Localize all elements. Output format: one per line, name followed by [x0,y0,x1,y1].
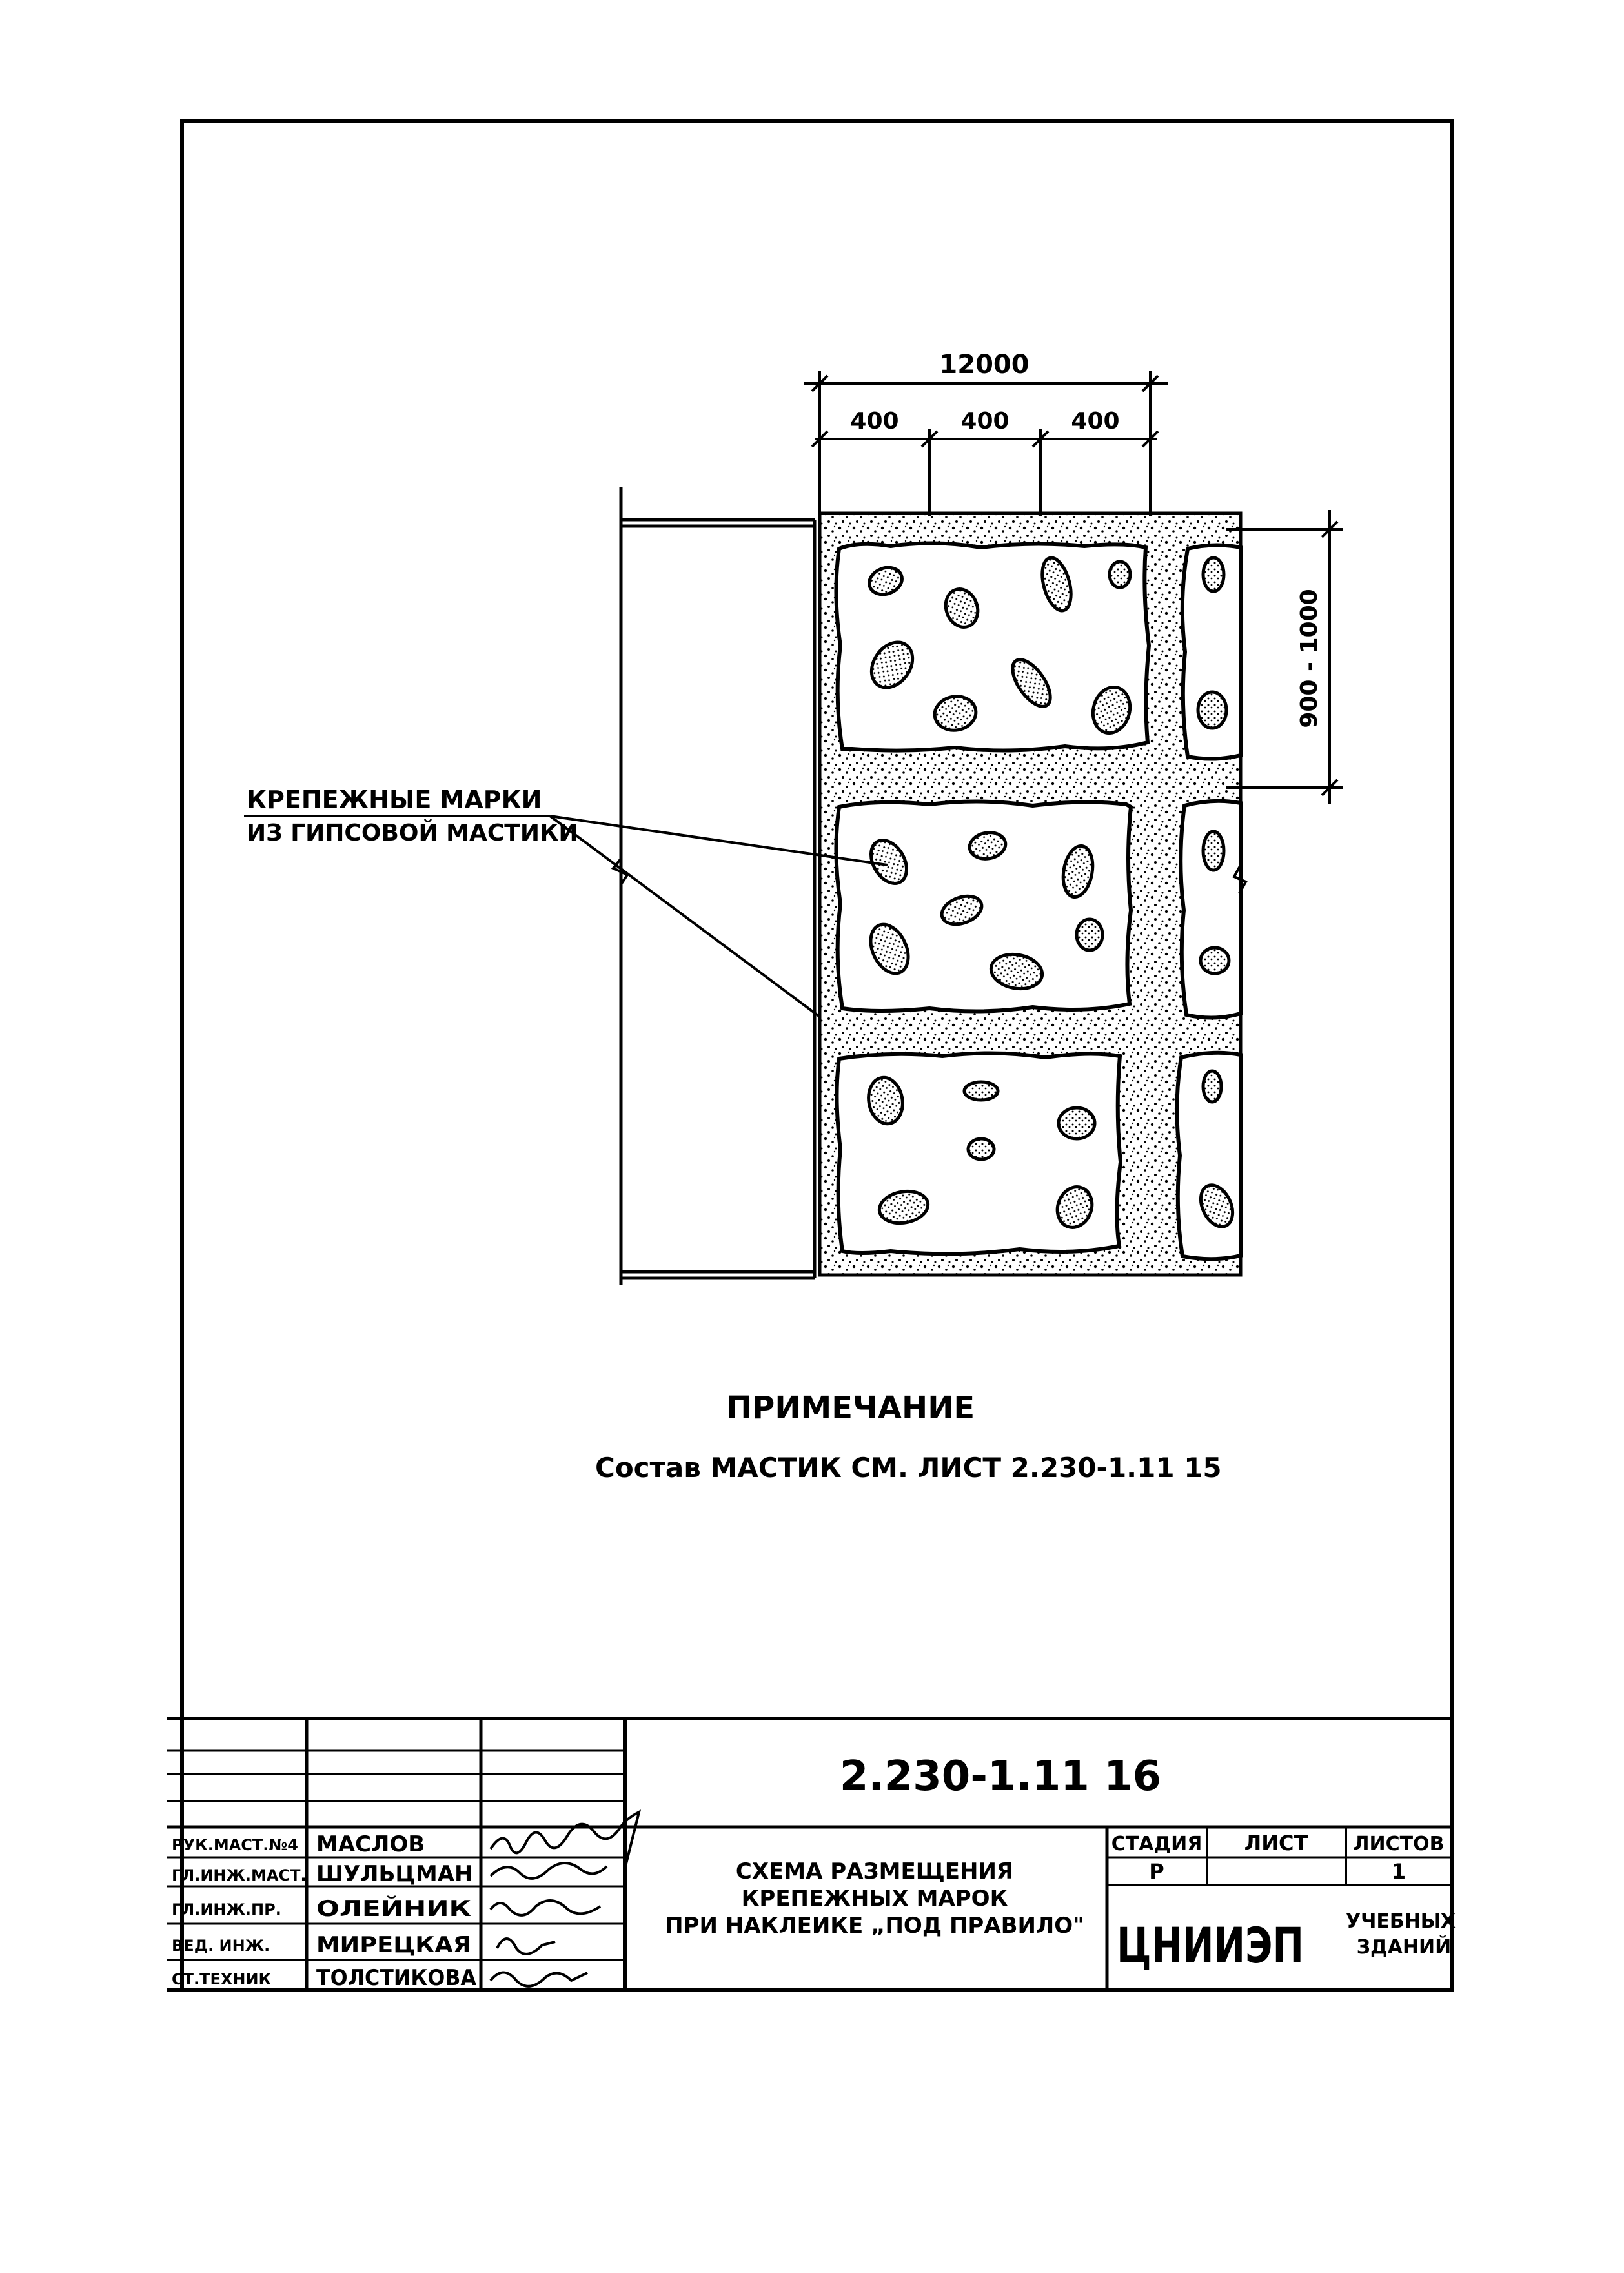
role-4: ВЕД. ИНЖ. [172,1937,270,1955]
doc-code: 2.230-1.11 16 [840,1753,1161,1800]
leader-lines [549,815,888,1018]
org-name: ЦНИИЭП [1117,1917,1304,1974]
name-5: ТОЛСТИКОВА [316,1965,477,1991]
stage-value: Р [1149,1859,1164,1884]
name-2: ШУЛЬЦМАН [316,1861,473,1887]
org-sub-1: УЧЕБНЫХ [1346,1910,1456,1933]
dim-overall: 12000 [939,350,1029,380]
fastening-blobs [867,556,1235,1229]
dim-segment-3: 400 [1071,408,1119,434]
org-sub-2: ЗДАНИЙ [1357,1935,1452,1959]
adjacent-board [611,487,817,1285]
drawing-title-line-2: КРЕПЕЖНЫХ МАРОК [742,1886,1008,1911]
wall-panel [611,487,1248,1285]
drawing-frame [180,119,1454,1992]
role-3: ГЛ.ИНЖ.ПР. [172,1901,281,1919]
signature-names: МАСЛОВ ШУЛЬЦМАН ОЛЕЙНИК МИРЕЦКАЯ ТОЛСТИК… [316,1831,477,1991]
callout-line-2: ИЗ ГИПСОВОЙ МАСТИКИ [247,819,578,846]
sheet-label: ЛИСТ [1244,1831,1308,1855]
panel-row-2 [834,799,1243,1020]
name-4: МИРЕЦКАЯ [316,1932,471,1958]
sheets-label: ЛИСТОВ [1354,1833,1445,1855]
drawing-title: СХЕМА РАЗМЕЩЕНИЯ КРЕПЕЖНЫХ МАРОК ПРИ НАК… [665,1859,1084,1939]
dim-segment-2: 400 [960,408,1009,434]
role-2: ГЛ.ИНЖ.МАСТ. [172,1866,307,1884]
role-5: СТ.ТЕХНИК [172,1970,272,1988]
dim-segment-1: 400 [850,408,898,434]
name-3: ОЛЕЙНИК [316,1895,471,1922]
break-mark [1232,864,1248,894]
drawing-title-line-3: ПРИ НАКЛЕИКЕ „ПОД ПРАВИЛО" [665,1913,1084,1939]
role-1: РУК.МАСТ.№4 [172,1836,298,1854]
callout-line-1: КРЕПЕЖНЫЕ МАРКИ [247,786,542,814]
sheets-value: 1 [1392,1859,1406,1884]
note-heading: ПРИМЕЧАНИЕ [726,1390,975,1426]
name-1: МАСЛОВ [316,1831,425,1857]
panel [834,799,1133,1014]
dimension-lines [804,371,1343,804]
title-block [167,1717,1452,1992]
stage-label: СТАДИЯ [1111,1833,1203,1855]
dim-vertical: 900 - 1000 [1296,589,1323,728]
signature-roles: РУК.МАСТ.№4 ГЛ.ИНЖ.МАСТ. ГЛ.ИНЖ.ПР. ВЕД.… [172,1836,307,1988]
note-text: Состав МАСТИК СМ. ЛИСТ 2.230-1.11 15 [595,1452,1222,1483]
drawing-title-line-1: СХЕМА РАЗМЕЩЕНИЯ [736,1859,1013,1884]
signatures [489,1809,641,1988]
